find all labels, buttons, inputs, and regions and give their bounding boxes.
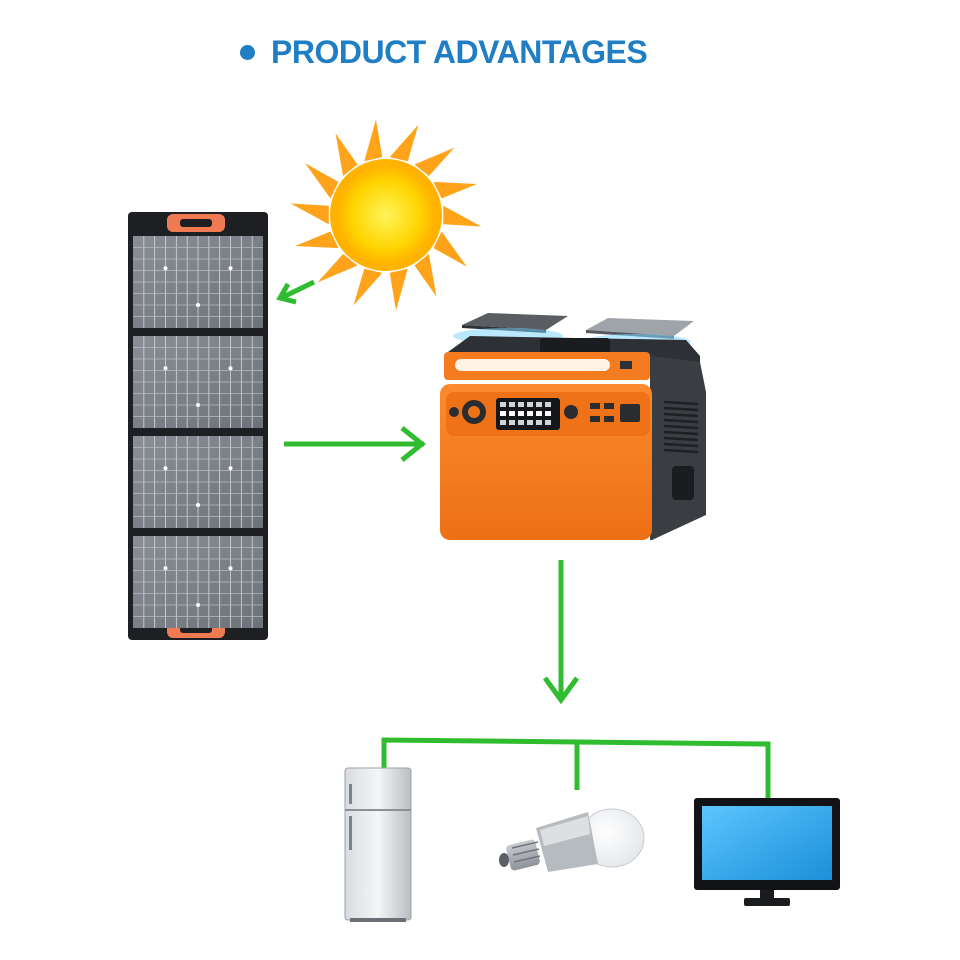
sun-ray (414, 254, 437, 297)
monitor-image (694, 798, 840, 906)
distribution-lines (381, 737, 771, 798)
sun-ray (443, 205, 482, 227)
arrow-station-to-appliances (542, 560, 580, 705)
page-title: PRODUCT ADVANTAGES (240, 30, 648, 74)
sun-icon (290, 119, 482, 311)
power-station-image (440, 313, 706, 540)
arrow-panel-to-station (284, 426, 427, 462)
sun-ray (335, 133, 358, 176)
title-text: PRODUCT ADVANTAGES (271, 33, 648, 70)
sun-ray (305, 163, 339, 199)
circle-bullet-icon (240, 44, 255, 60)
sun-ray (389, 124, 419, 162)
sun-ray (290, 203, 329, 225)
sun-ray (364, 119, 383, 162)
light-bulb-image (499, 808, 645, 872)
sun-ray (353, 268, 383, 306)
arrow-sun-to-panel (276, 279, 316, 305)
sun-ray (414, 147, 455, 176)
sun-ray (317, 254, 358, 283)
sun-ray (295, 231, 339, 249)
sun-ray (389, 268, 408, 311)
refrigerator-image (344, 767, 412, 922)
sun-ray (433, 181, 477, 199)
sun-ray (433, 231, 467, 267)
solar-panel-image (128, 212, 268, 640)
